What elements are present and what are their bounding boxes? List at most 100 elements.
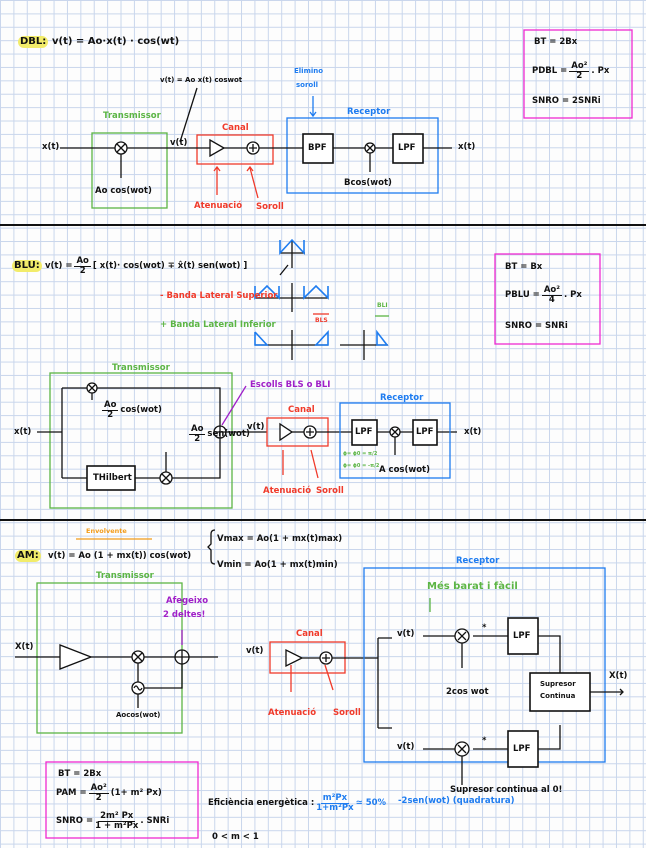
dbl-elimino: Elimino [294,67,324,75]
blu-choose-note: Escolls BLS o BLI [250,380,331,390]
dbl-bandwidth: BT = 2Bx [534,37,578,47]
am-summary-box [45,761,199,839]
lpf-block [507,617,539,655]
dbl-transmitter-box [91,132,168,209]
power-numerator: Ao² [569,61,590,72]
bpf-block [302,133,334,164]
efficiency-denominator: 1+m²Px [316,802,354,813]
dbl-transmitter-label: Transmissor [103,111,161,121]
am-vt-lower: v(t) [397,742,415,752]
cos-term: cos(wot) [120,404,162,415]
amplifier-icon [59,644,93,670]
lpf-block [507,730,539,768]
blu-phase-note-2: ϕ= ϕ0 = -π/2 [343,463,380,469]
am-noise-label: Soroll [333,708,361,718]
power-tail: . Px [591,65,610,76]
am-lpf-upper: LPF [513,631,531,641]
power-label: PBLU = [505,289,540,300]
am-output-label: X(t) [609,671,628,681]
blu-vt-label: v(t) [247,422,265,432]
power-denominator: 4 [548,294,555,305]
power-tail: (1+ m² Px) [110,787,162,798]
blu-input-label: x(t) [14,427,32,437]
sen-den: 2 [194,433,201,444]
dbl-local-osc-label: Bcos(wot) [344,178,392,188]
eq-body: [ x(t)· cos(wot) ∓ x̂(t) sen(wot) ] [92,260,248,271]
am-deltes-1: Afegeixo [166,596,209,606]
am-transmitter-label: Transmissor [96,571,154,581]
dbl-carrier-label: Ao cos(wot) [95,186,152,196]
blu-snr: SNRO = SNRi [505,321,568,331]
am-channel-label: Canal [296,629,323,639]
eq-lhs: v(t) = [45,260,73,271]
power-numerator: Ao² [88,783,109,794]
dbl-vt-label: v(t) [170,138,188,148]
sen-num: Ao [189,424,206,435]
dbl-snr: SNRO = 2SNRi [532,96,601,106]
dc-suppressor-block [529,672,591,712]
dbl-noise-label: Soroll [256,202,284,212]
am-input-label: X(t) [15,642,34,652]
attenuator-icon [285,648,304,668]
eq-num: Ao [74,256,91,267]
efficiency-value: ≃ 50% [355,797,387,808]
power-tail: . Px [563,289,582,300]
power-label: PAM = [56,787,87,798]
bls-label: BLS [315,317,328,324]
am-supresor-2: Continua [540,692,576,700]
blu-receiver-label: Receptor [380,393,424,403]
dbl-lpf-label: LPF [398,143,416,153]
eq-den: 2 [79,265,86,276]
power-denominator: 2 [576,70,583,81]
hilbert-label: THilbert [93,473,132,483]
am-supresor-1: Supresor [540,680,576,688]
snr-denominator: 1 + m²Px [95,820,139,831]
dbl-tag: DBL: [18,36,49,48]
attenuator-icon [209,138,226,158]
am-vmin: Vmin = Ao(1 + mx(t)min) [217,560,338,570]
dbl-output-label: x(t) [458,142,476,152]
am-vmax: Vmax = Ao(1 + mx(t)max) [217,534,343,544]
am-cos-osc: 2cos wot [446,687,489,697]
blu-summary-box [494,253,601,345]
am-bandwidth: BT = 2Bx [58,769,102,779]
am-envelope-label: Envolvente [86,527,127,535]
blu-output-label: x(t) [464,427,482,437]
snr-numerator: 2m² Px [98,811,136,822]
dbl-vt-note: v(t) = Ao x(t) coswot [160,76,243,84]
am-lpf-lower: LPF [513,744,531,754]
snr-tail: . SNRi [140,815,170,826]
dbl-input-label: x(t) [42,142,60,152]
blu-noise-label: Soroll [316,486,344,496]
cos-num: Ao [102,400,119,411]
lpf-block [392,133,424,164]
dbl-equation: v(t) = Ao·x(t) · cos(wt) [52,36,180,47]
efficiency-label: Eficiència energètica : [208,797,315,808]
blu-lpf2-label: LPF [416,427,434,437]
dbl-channel-label: Canal [222,123,249,133]
am-carrier-label: Aocos(wot) [116,711,161,719]
am-vt-upper: v(t) [397,629,415,639]
blu-local-osc-label: A cos(wot) [379,465,430,475]
blu-lpf1-label: LPF [355,427,373,437]
sen-term: sen(wot) [207,428,250,439]
am-m-range: 0 < m < 1 [212,832,259,842]
blu-bandwidth: BT = Bx [505,262,543,272]
am-star-lower: * [482,736,487,746]
blu-minus-note: - Banda Lateral Superior [160,291,278,301]
dbl-receiver-label: Receptor [347,107,391,117]
blu-attenuation-label: Atenuació [263,486,312,496]
blu-tag: BLU: [12,260,42,272]
am-vt-label: v(t) [246,646,264,656]
blu-channel-label: Canal [288,405,315,415]
am-attenuation-label: Atenuació [268,708,317,718]
hilbert-block [86,465,136,491]
power-numerator: Ao² [541,285,562,296]
dbl-channel-box [196,134,274,165]
